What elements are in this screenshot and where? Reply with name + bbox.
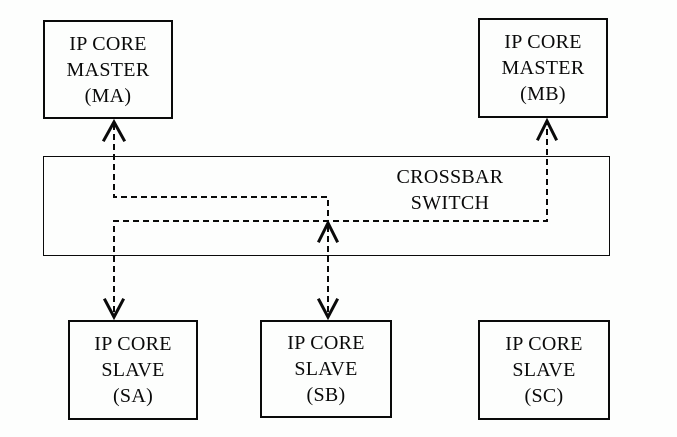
node-label-line: IP CORE: [69, 32, 147, 55]
node-label-line: SLAVE: [101, 359, 165, 381]
arrowhead-up-into-master-mb-icon: [535, 117, 559, 142]
node-label-line: MASTER: [66, 58, 150, 81]
node-label-line: (MB): [520, 83, 566, 105]
node-label-line: IP CORE: [505, 333, 583, 355]
node-ip-core-slave-sa: IP CORE SLAVE (SA): [68, 320, 198, 420]
arrowhead-up-into-master-ma-icon: [101, 118, 127, 143]
node-ip-core-master-mb: IP CORE MASTER (MB): [478, 18, 608, 118]
node-label-line: SLAVE: [512, 359, 576, 381]
node-ip-core-slave-sc: IP CORE SLAVE (SC): [478, 320, 610, 420]
node-label-line: MASTER: [501, 57, 585, 79]
node-label-line: (SB): [306, 384, 346, 406]
node-label-line: (MA): [84, 84, 132, 107]
node-label-line: SWITCH: [410, 192, 490, 214]
node-label-line: IP CORE: [504, 31, 582, 53]
node-label-line: IP CORE: [287, 332, 365, 354]
node-label-line: SLAVE: [294, 358, 358, 380]
node-label-line: (SA): [112, 385, 154, 407]
node-ip-core-master-ma: IP CORE MASTER (MA): [43, 20, 173, 119]
node-label-line: (SC): [524, 385, 564, 407]
node-label-line: IP CORE: [94, 333, 172, 355]
arrowhead-down-into-slave-sb-icon: [316, 297, 340, 321]
crossbar-switch-label: CROSSBAR SWITCH: [350, 164, 550, 216]
arrowhead-down-into-slave-sa-icon: [102, 297, 126, 321]
node-ip-core-slave-sb: IP CORE SLAVE (SB): [260, 320, 392, 418]
node-label-line: CROSSBAR: [396, 166, 504, 188]
